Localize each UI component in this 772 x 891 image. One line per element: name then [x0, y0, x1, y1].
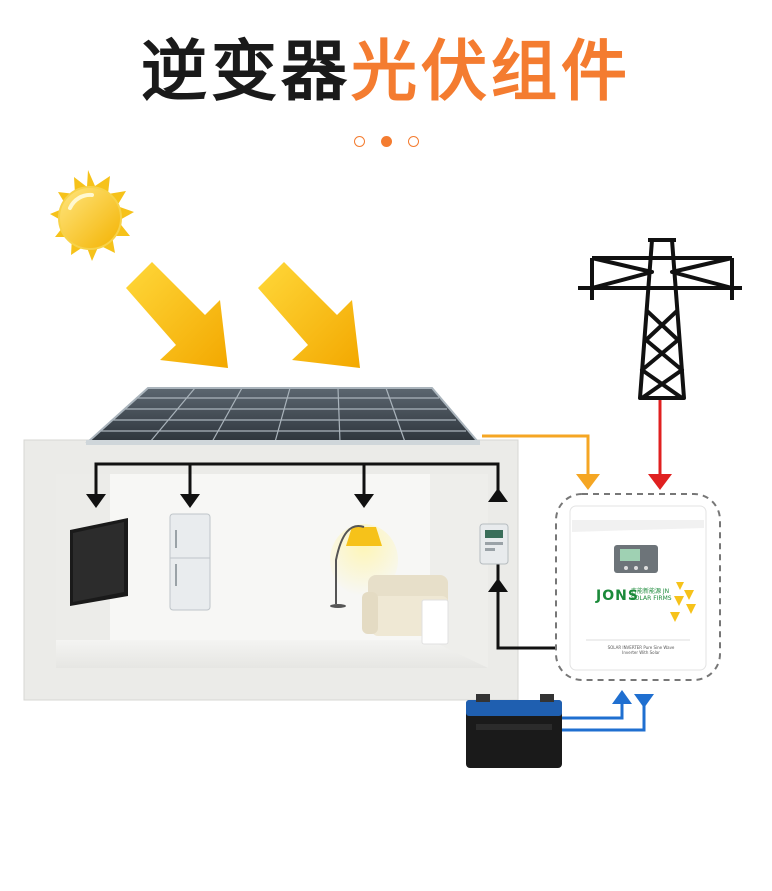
- sunlight-arrow-1: [126, 262, 228, 368]
- battery-icon: [466, 694, 562, 768]
- battery-arrows: [612, 690, 654, 708]
- tv-icon: [70, 518, 128, 606]
- carousel-dots: [0, 136, 772, 147]
- title-inverter: 逆变器: [141, 33, 351, 110]
- inverter-brand: JONS: [596, 588, 639, 604]
- load-arrows: [86, 488, 508, 592]
- fridge-icon: [169, 513, 211, 611]
- page-title: 逆变器光伏组件: [0, 32, 772, 112]
- carousel-dot[interactable]: [353, 136, 365, 147]
- inverter-label: SOLAR INVERTER Pure Sine Wave Inverter W…: [607, 645, 675, 655]
- electric-meter-icon: [479, 523, 509, 565]
- carousel-dot-active[interactable]: [380, 136, 392, 147]
- title-pv-module: 光伏组件: [351, 33, 631, 110]
- grid-line: [648, 400, 672, 490]
- sofa-icon: [362, 575, 449, 645]
- solar-line: [482, 434, 600, 490]
- power-tower-icon: [578, 238, 742, 400]
- sun-icon: [50, 170, 134, 261]
- inverter-brand-sub: 吉能新能源 JN SOLAR FIRMS: [631, 588, 672, 602]
- carousel-dot[interactable]: [407, 136, 419, 147]
- battery-line: [562, 698, 646, 732]
- sunlight-arrow-2: [258, 262, 360, 368]
- inverter: [555, 493, 721, 681]
- solar-panel: [85, 387, 481, 445]
